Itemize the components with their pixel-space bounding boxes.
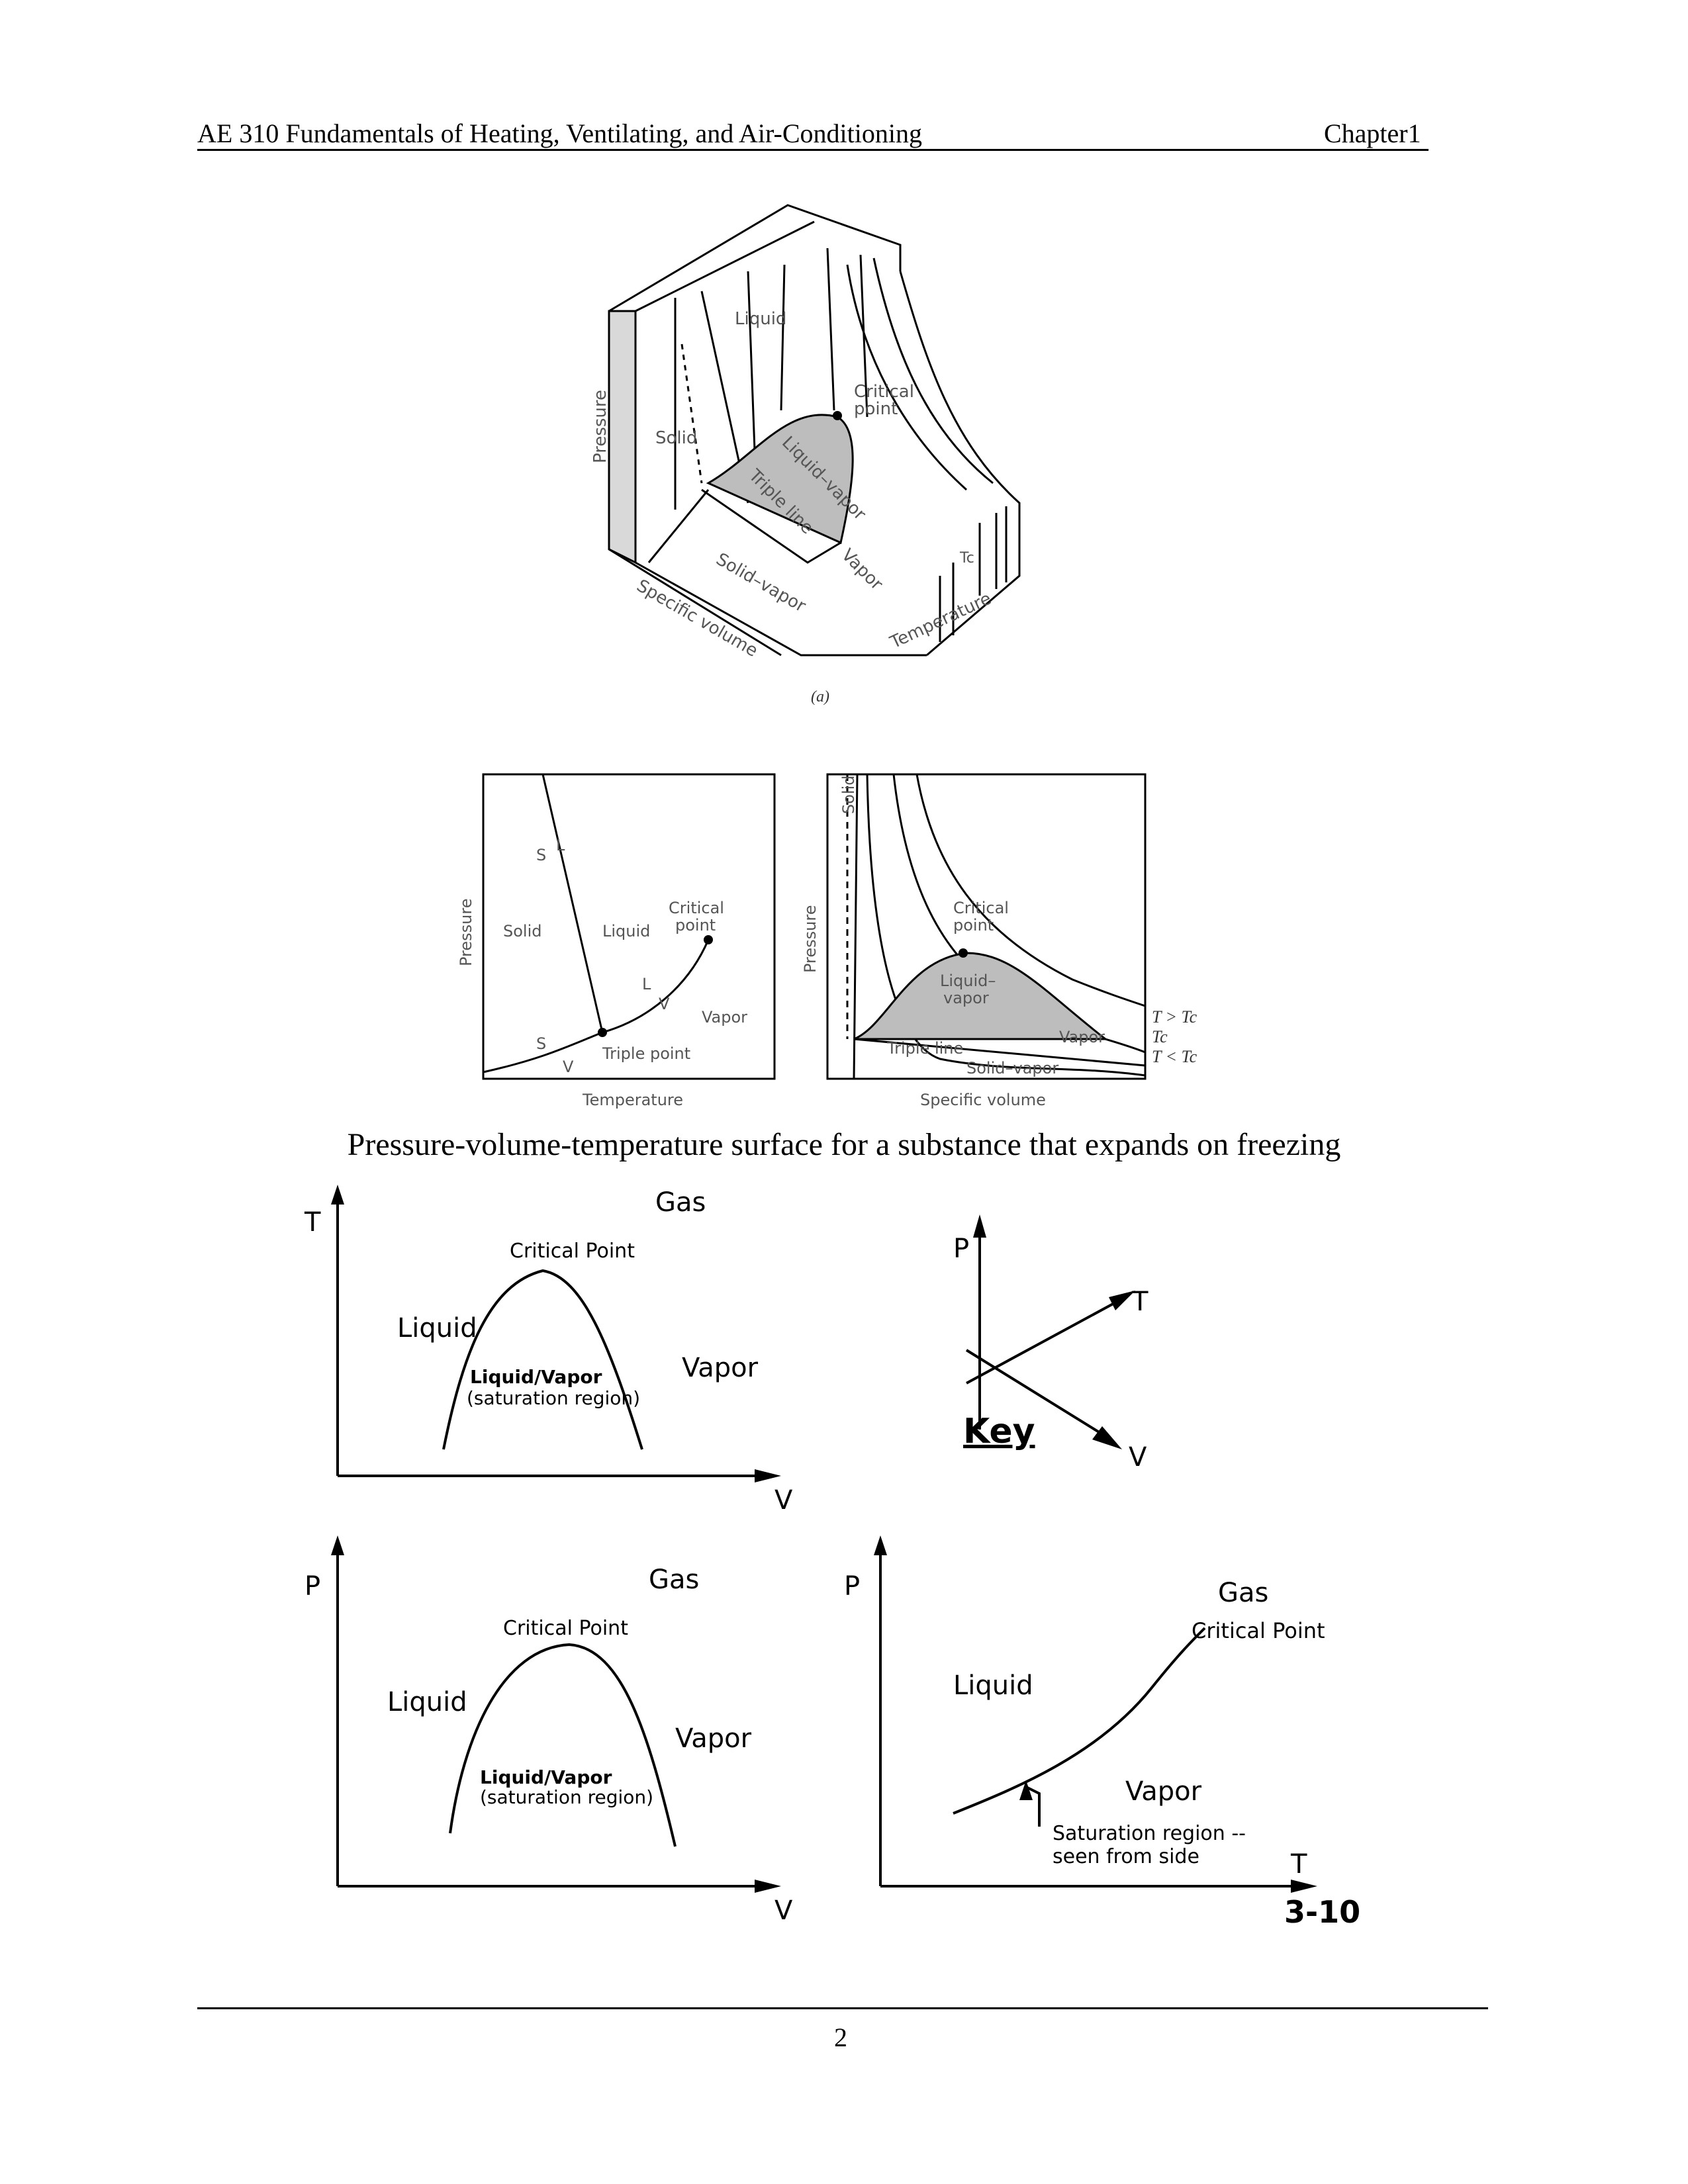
pv-triple-line-label: Triple line [886, 1039, 963, 1058]
pv-critical-point-label: Critical Point [503, 1617, 628, 1640]
pv-vapor-word: vapor [943, 989, 989, 1007]
pv-vapor-label-sketch: Vapor [675, 1723, 752, 1754]
pv-point-label: point [953, 916, 994, 934]
pt-liquid-label: Liquid [602, 922, 650, 940]
pt-p-axis: P [844, 1571, 860, 1602]
footer-rule [197, 2007, 1488, 2009]
pt-liquid-label-sketch: Liquid [953, 1670, 1033, 1701]
pt-critical-point-label: Critical Point [1192, 1618, 1325, 1643]
pv-t-lt-label: T < Tc [1152, 1047, 1197, 1066]
figure-caption: Pressure-volume-temperature surface for … [347, 1127, 1341, 1162]
tv-liquid-label: Liquid [397, 1313, 477, 1343]
pt-vapor-label: Vapor [702, 1008, 747, 1026]
pv-liquid-vapor-label: Liquid– [940, 972, 996, 990]
pt-s-bot: S [536, 1034, 546, 1053]
pt-v-bot: V [563, 1058, 574, 1076]
pt-saturation-line2: seen from side [1053, 1845, 1199, 1868]
pv-pressure-axis: Pressure [801, 905, 820, 973]
pt-vapor-label-sketch: Vapor [1125, 1776, 1202, 1807]
pv-gas-label: Gas [649, 1565, 699, 1595]
pt-s-top: S [536, 846, 546, 864]
surface-tc-label: Tc [959, 550, 974, 567]
surface-solid-vapor-label: Solid–vapor [713, 549, 810, 617]
pt-sketch: P T Gas Liquid Vapor Critical Point Satu… [844, 1535, 1360, 1930]
surface-point-label: point [854, 399, 898, 419]
pt-pressure-axis: Pressure [457, 899, 475, 966]
pt-critical-label: Critical [669, 899, 724, 917]
key-t-label: T [1131, 1287, 1149, 1317]
axis-key: P T V Key [953, 1214, 1149, 1473]
surface-critical-label: Critical [854, 382, 914, 402]
pt-point-label: point [675, 916, 716, 934]
key-p-label: P [953, 1234, 969, 1264]
pv-p-axis: P [305, 1571, 320, 1602]
tv-sketch: T V Gas Liquid Vapor Critical Point Liqu… [304, 1185, 793, 1516]
tv-v-axis: V [774, 1485, 793, 1516]
pressure-temperature-diagram: S L Solid Liquid Critical point L V Vapo… [457, 773, 776, 1109]
pt-t-axis: T [1290, 1849, 1307, 1880]
surface-pressure-label: Pressure [590, 390, 610, 463]
pv-solid-label: Solid [839, 776, 858, 815]
pv-tc-label: Tc [1152, 1027, 1168, 1046]
surface-liquid-label: Liquid [735, 309, 786, 329]
tv-critical-point-label: Critical Point [510, 1240, 635, 1263]
pv-volume-axis: Specific volume [920, 1091, 1046, 1109]
tv-region-sub: (saturation region) [467, 1387, 640, 1409]
figure-number: 3-10 [1284, 1894, 1360, 1930]
surface-specific-volume-label: Specific volume [633, 576, 761, 661]
pvt-surface-figure: Liquid Solid Critical point Liquid–vapor… [590, 204, 1021, 705]
pt-triple-point-label: Triple point [602, 1044, 690, 1063]
surface-solid-label: Solid [655, 428, 697, 448]
tv-t-axis: T [304, 1207, 321, 1238]
pt-l-top: L [556, 836, 565, 854]
pressure-volume-diagram: Solid Critical point Liquid– vapor Tripl… [801, 773, 1197, 1109]
pt-solid-label: Solid [503, 922, 542, 940]
page-number: 2 [834, 2023, 847, 2052]
surface-vapor-label: Vapor [837, 545, 886, 594]
course-title: AE 310 Fundamentals of Heating, Ventilat… [197, 118, 922, 148]
key-label: Key [963, 1412, 1035, 1451]
pt-saturation-line1: Saturation region -- [1053, 1822, 1246, 1845]
pv-region-sub: (saturation region) [480, 1786, 653, 1808]
tv-region-label: Liquid/Vapor [470, 1366, 602, 1388]
header-rule [197, 149, 1429, 151]
tv-vapor-label: Vapor [682, 1353, 759, 1383]
figure-a-caption: (a) [811, 688, 829, 705]
pt-v-mid: V [659, 995, 670, 1013]
pt-gas-label: Gas [1218, 1578, 1268, 1608]
tv-gas-label: Gas [655, 1187, 706, 1218]
chapter-label: Chapter1 [1324, 118, 1421, 148]
pv-t-gt-label: T > Tc [1152, 1007, 1197, 1026]
pv-region-label: Liquid/Vapor [480, 1766, 612, 1788]
pt-temperature-axis: Temperature [582, 1091, 683, 1109]
pv-sketch: P V Gas Liquid Vapor Critical Point Liqu… [305, 1535, 793, 1926]
pv-critical-label: Critical [953, 899, 1009, 917]
pv-liquid-label: Liquid [387, 1687, 467, 1717]
pv-vapor-label: Vapor [1059, 1028, 1105, 1046]
key-v-label: V [1129, 1442, 1147, 1473]
pv-solid-vapor-label: Solid–vapor [966, 1059, 1058, 1077]
pv-v-axis-sketch: V [774, 1895, 793, 1926]
pt-l-mid: L [642, 975, 651, 993]
